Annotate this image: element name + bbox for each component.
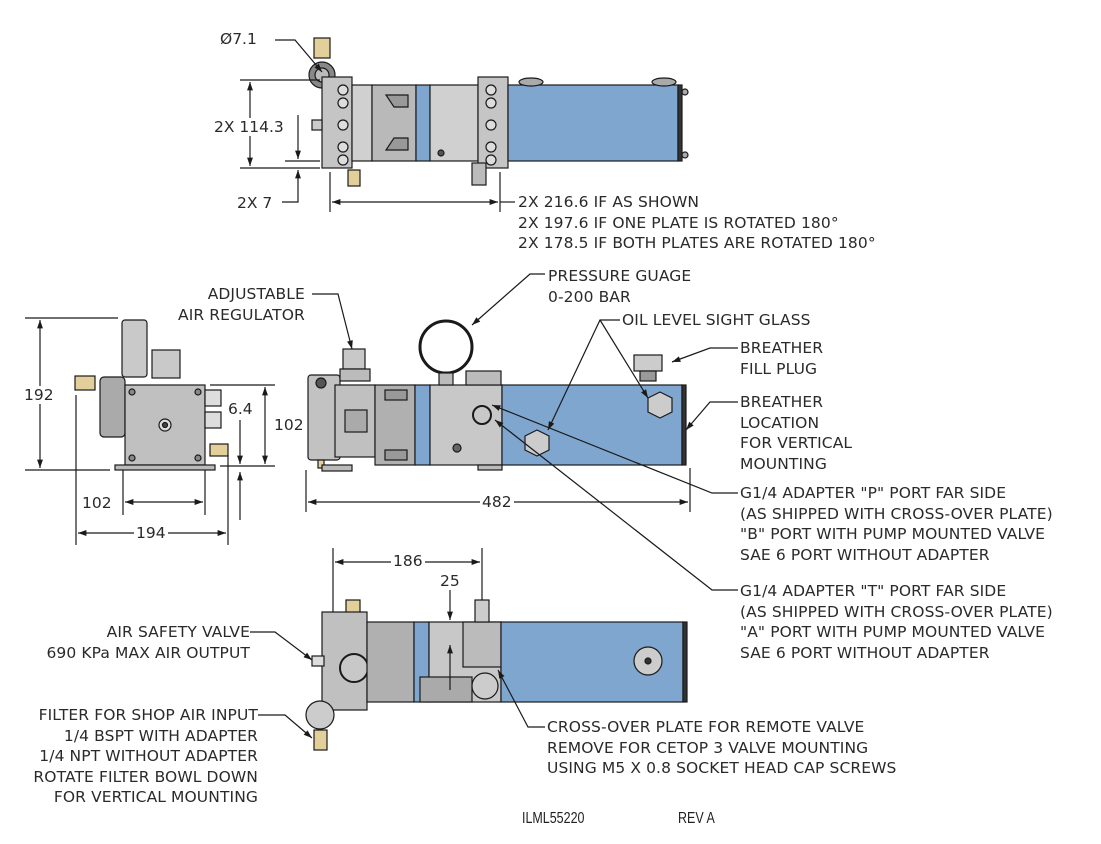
end-gauge [121,319,148,378]
end-base [114,464,216,471]
dim-base-width: 102 [80,494,114,512]
reservoir [507,84,679,162]
dim-186: 186 [391,552,425,570]
end-view [74,319,229,471]
dim-height-114: 2X 114.3 [212,118,286,136]
blue-band [415,84,431,162]
dim-overall-width: 194 [134,524,168,542]
callout-air-safety-valve: AIR SAFETY VALVE 690 KPa MAX AIR OUTPUT [46,623,250,662]
callout-cross-over-plate: CROSS-OVER PLATE FOR REMOTE VALVE REMOVE… [547,718,897,777]
bottom-view [305,599,688,751]
pressure-gauge [418,319,474,375]
dim-offset-7: 2X 7 [235,194,275,212]
dim-overall-length: 482 [480,493,514,511]
dim-body-height: 102 [272,416,306,434]
callout-filter: FILTER FOR SHOP AIR INPUT 1/4 BSPT WITH … [33,706,258,806]
sight-glass-2 [647,391,673,419]
drawing-number: ILML55220 [522,810,585,827]
port-circle [339,653,369,683]
revision: REV A [678,810,715,827]
callout-pressure-gauge: PRESSURE GUAGE 0-200 BAR [548,267,692,306]
cross-over-plate [462,621,502,668]
dim-diameter: Ø7.1 [218,30,259,48]
sight-glass-1 [524,429,550,457]
callout-air-regulator: ADJUSTABLE AIR REGULATOR [178,285,305,324]
air-regulator [342,348,366,370]
callout-breather-plug: BREATHER FILL PLUG [740,339,824,378]
filter-bowl [305,700,335,730]
breather-plug [633,354,663,372]
side-view [307,319,687,472]
dim-overall-height: 192 [22,386,56,404]
plate-spacing-note: 2X 216.6 IF AS SHOWN 2X 197.6 IF ONE PLA… [518,193,876,252]
brass-fitting [313,37,331,59]
callout-t-port: G1/4 ADAPTER "T" PORT FAR SIDE (AS SHIPP… [740,582,1053,662]
callout-sight-glass: OIL LEVEL SIGHT GLASS [622,311,811,329]
callout-breather-location: BREATHER LOCATION FOR VERTICAL MOUNTING [740,393,853,473]
dim-25: 25 [438,572,462,590]
top-view [308,37,689,187]
callout-p-port: G1/4 ADAPTER "P" PORT FAR SIDE (AS SHIPP… [740,484,1053,564]
dim-base-offset: 6.4 [228,400,253,418]
